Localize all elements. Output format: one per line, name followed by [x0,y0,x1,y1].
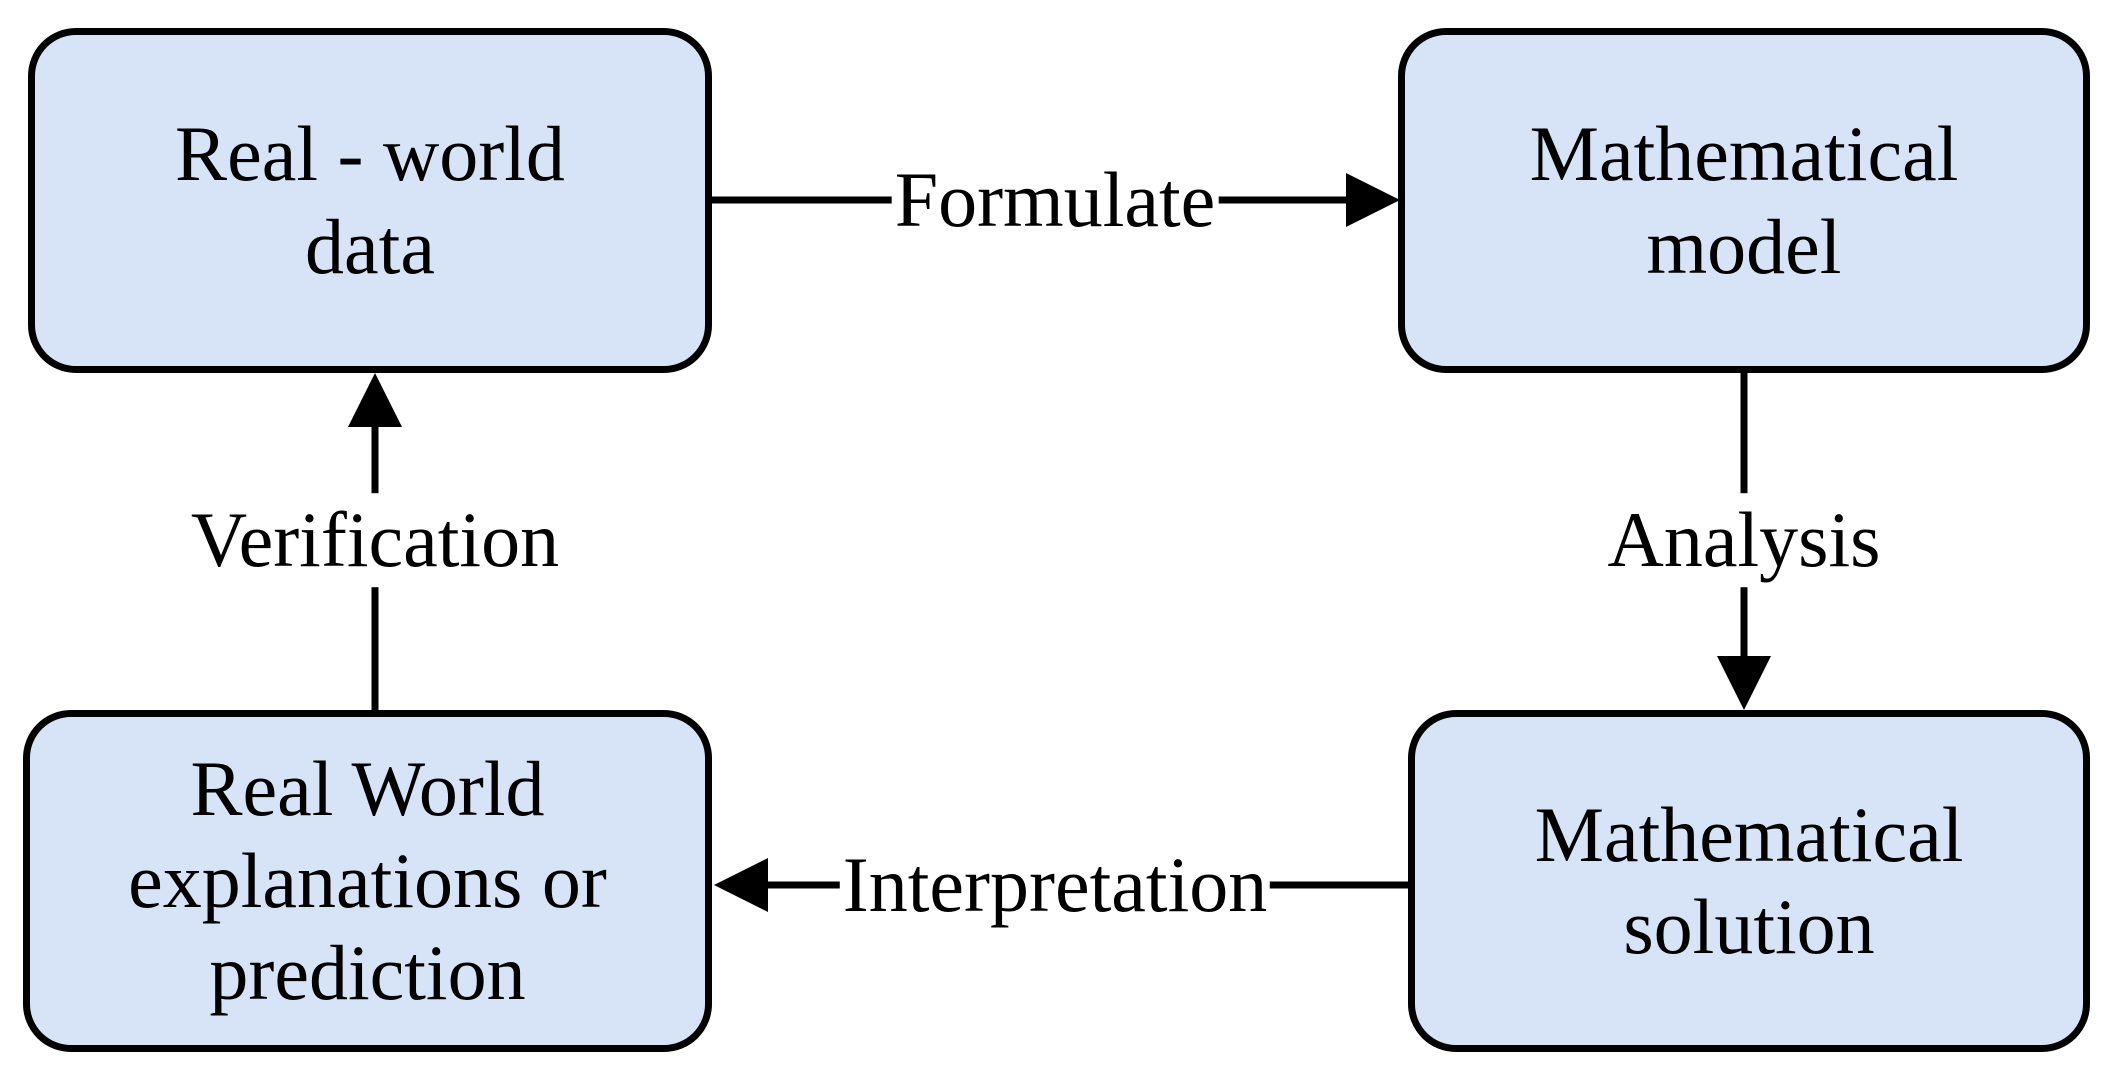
edge-label-formulate: Formulate [891,153,1219,247]
analysis-arrowhead-icon [1717,656,1771,710]
node-mathematical-solution: Mathematical solution [1408,710,2090,1052]
edge-label-analysis: Analysis [1604,493,1884,587]
verification-arrowhead-icon [348,373,402,427]
interpretation-arrowhead-icon [714,858,768,912]
node-real-world-data: Real - world data [28,28,712,373]
edge-label-interpretation: Interpretation [839,838,1271,932]
node-mathematical-model: Mathematical model [1398,28,2090,373]
formulate-arrowhead-icon [1346,173,1400,227]
edge-label-verification: Verification [187,493,563,587]
node-real-world-explanations: Real World explanations or prediction [23,710,712,1052]
